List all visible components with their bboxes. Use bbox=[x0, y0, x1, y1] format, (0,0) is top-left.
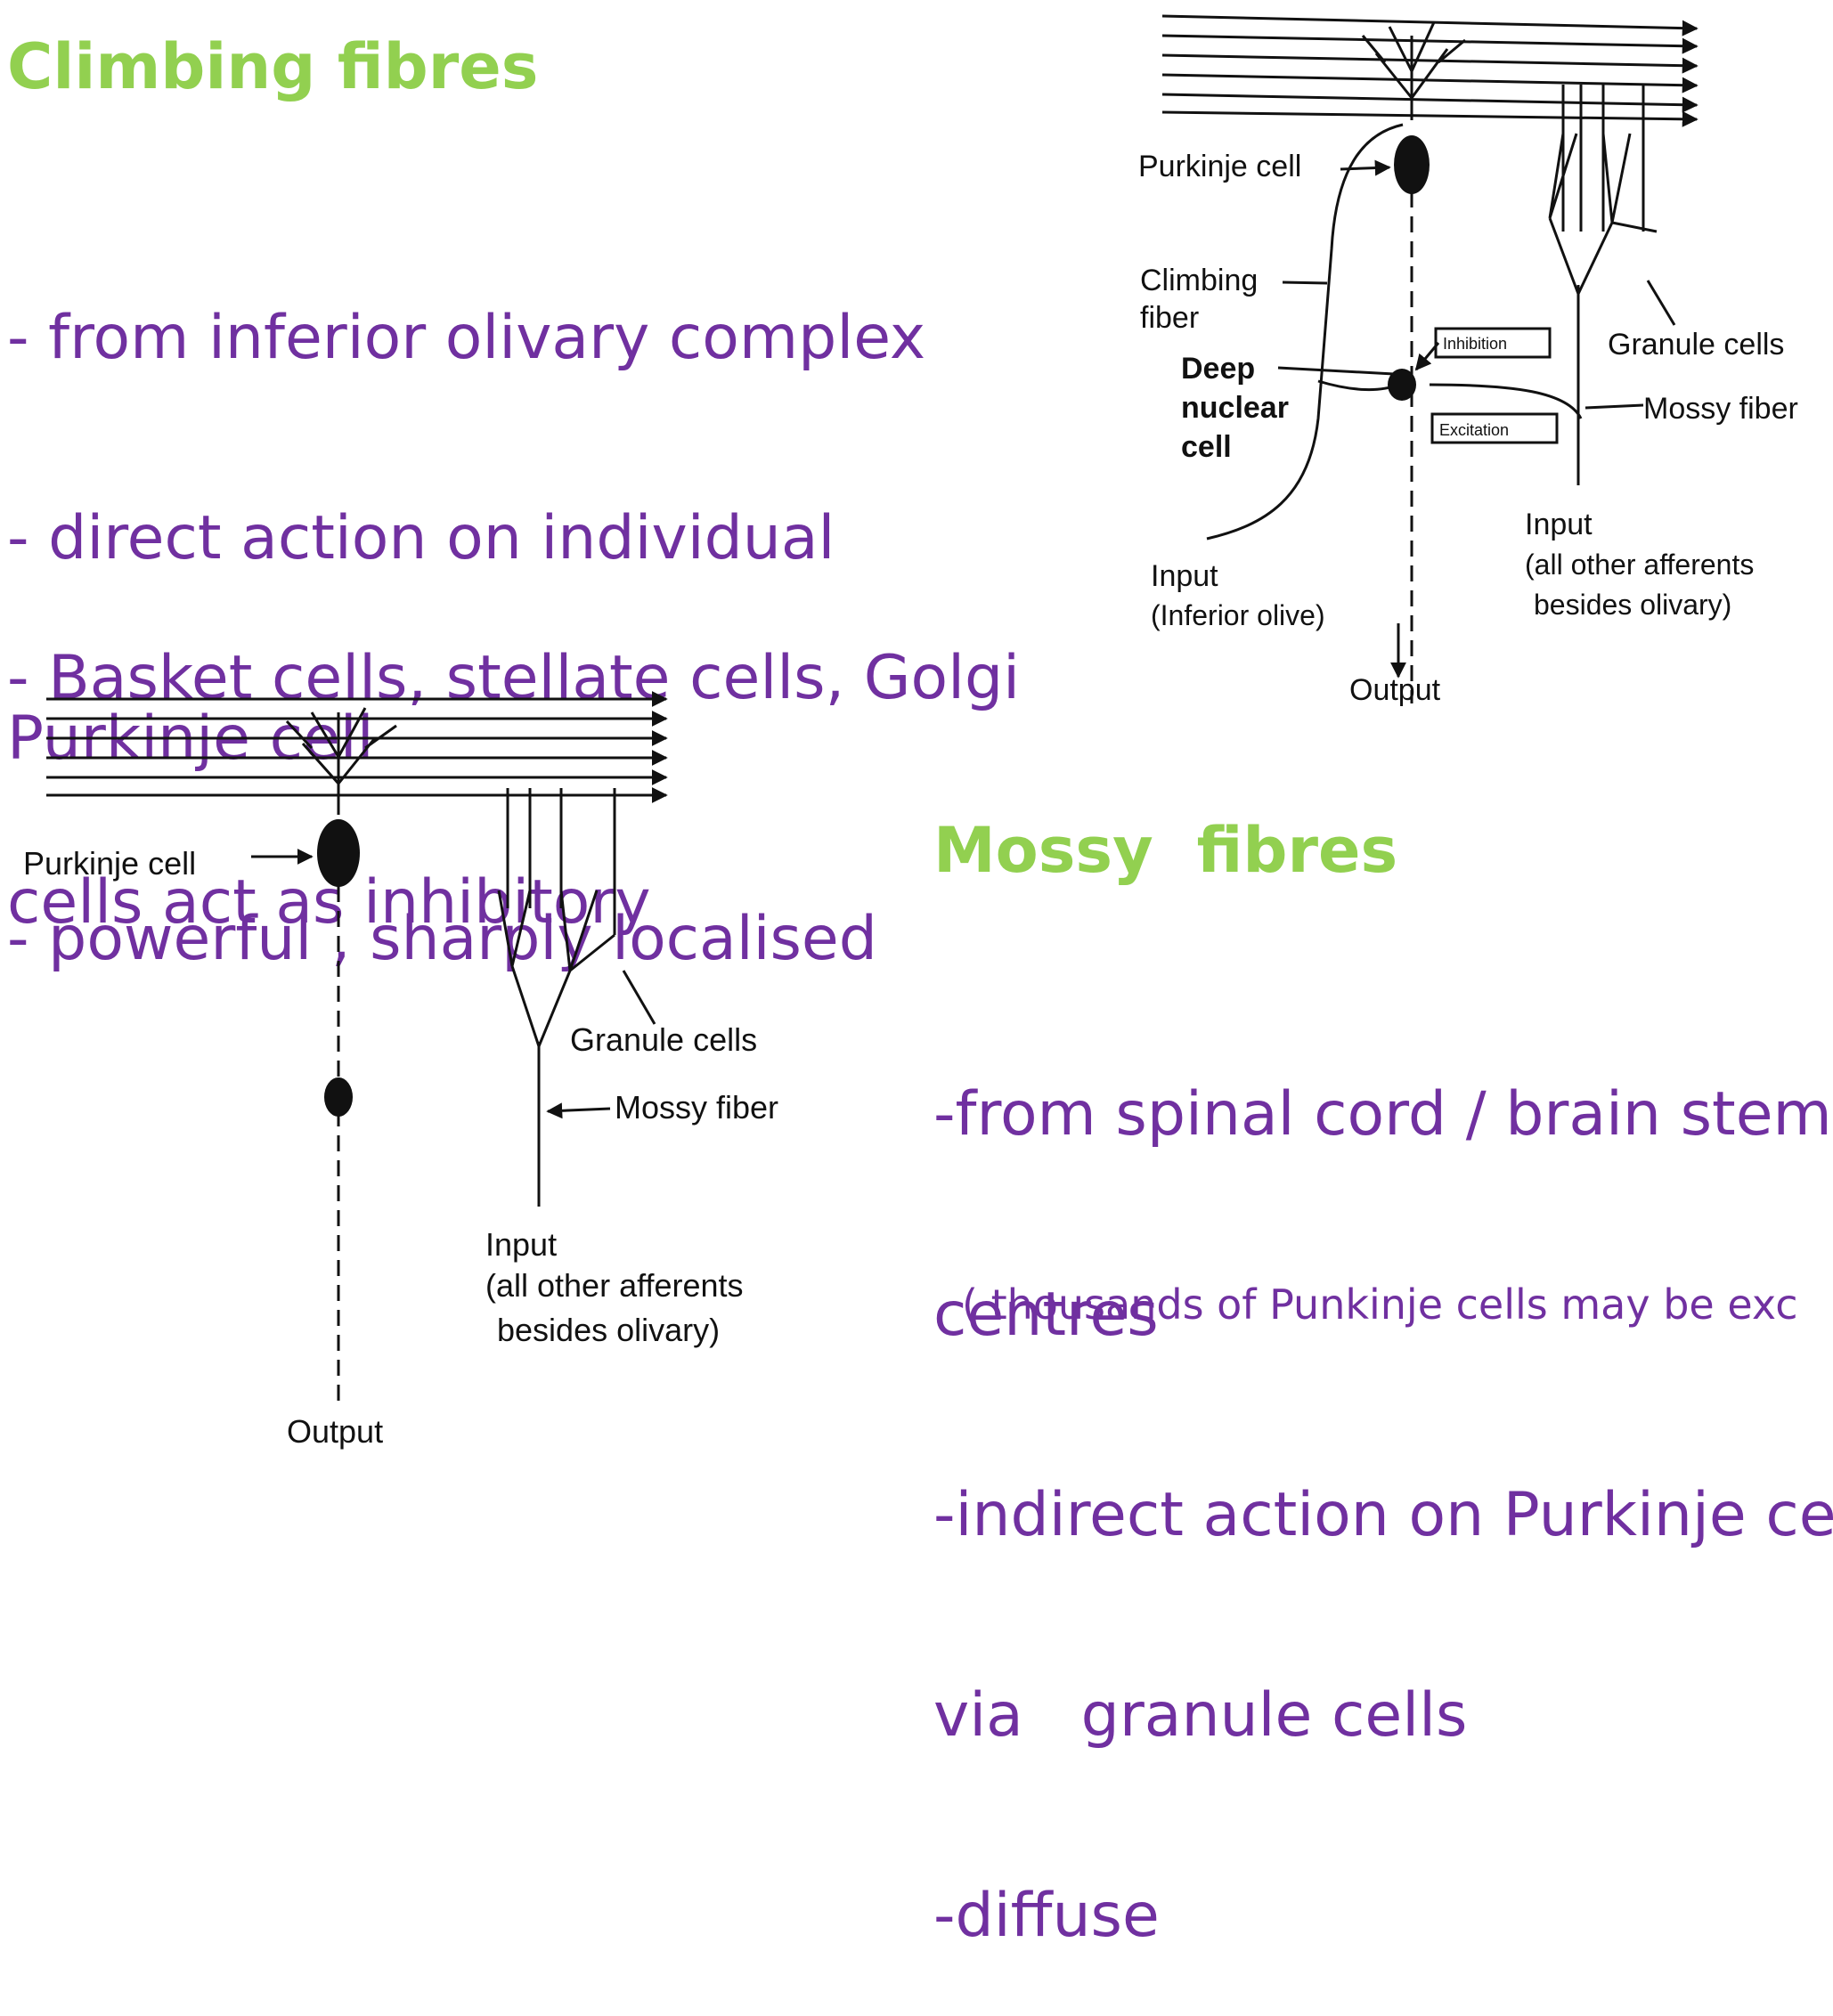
bottom-mossy-label: Mossy fiber bbox=[615, 1089, 778, 1126]
top-output-label: Output bbox=[1349, 673, 1441, 707]
top-input-left-label: Input bbox=[1151, 559, 1218, 593]
top-purkinje-label: Purkinje cell bbox=[1138, 150, 1301, 183]
mossy-point-diffuse: -diffuse bbox=[933, 1881, 1160, 1951]
mossy-fibres-points: -from spinal cord / brain stem centres -… bbox=[933, 947, 1833, 2016]
top-fiber-label: fiber bbox=[1140, 301, 1199, 335]
top-excitation-label: Excitation bbox=[1439, 421, 1509, 439]
top-input-right-label: Input bbox=[1525, 508, 1593, 541]
bottom-input-sub2: besides olivary) bbox=[497, 1312, 720, 1348]
mossy-point-origin: -from spinal cord / brain stem bbox=[933, 1079, 1832, 1150]
climbing-point-action: - direct action on individual bbox=[7, 503, 835, 573]
top-input-left-sub: (Inferior olive) bbox=[1151, 599, 1325, 631]
climbing-fibres-points: - from inferior olivary complex - direct… bbox=[7, 171, 925, 1039]
inhibitory-cells-point: - Basket cells, stellate cells, Golgi ce… bbox=[7, 492, 1020, 1015]
climbing-fibres-heading: Climbing fibres bbox=[7, 30, 539, 103]
top-inhibition-label: Inhibition bbox=[1443, 335, 1507, 353]
mossy-fibres-note: ( thousands of Punkinje cells may be exc bbox=[962, 1280, 1798, 1329]
top-climbing-label: Climbing bbox=[1140, 264, 1258, 297]
top-nuclear-label: nuclear bbox=[1181, 391, 1289, 425]
climbing-point-origin: - from inferior olivary complex bbox=[7, 303, 926, 373]
bottom-output-label: Output bbox=[287, 1413, 383, 1450]
top-mossy-label: Mossy fiber bbox=[1643, 392, 1798, 426]
top-input-right-sub2: besides olivary) bbox=[1534, 589, 1731, 621]
mossy-point-action: -indirect action on Purkinje ce bbox=[933, 1480, 1833, 1550]
top-cell-label: cell bbox=[1181, 430, 1232, 464]
bottom-input-sub1: (all other afferents bbox=[485, 1267, 744, 1304]
inhibitory-cells-line: - Basket cells, stellate cells, Golgi bbox=[7, 643, 1021, 713]
bottom-input-label: Input bbox=[485, 1226, 557, 1263]
top-input-right-sub1: (all other afferents bbox=[1525, 549, 1754, 581]
top-granule-label: Granule cells bbox=[1608, 328, 1784, 362]
mossy-point-action-cont: via granule cells bbox=[933, 1680, 1468, 1751]
mossy-fibres-heading: Mossy fibres bbox=[933, 814, 1398, 887]
inhibitory-cells-line-cont: cells act as inhibitory bbox=[7, 867, 651, 938]
top-deep-label: Deep bbox=[1181, 352, 1255, 386]
mossy-point-origin-cont: centres bbox=[933, 1280, 1159, 1350]
